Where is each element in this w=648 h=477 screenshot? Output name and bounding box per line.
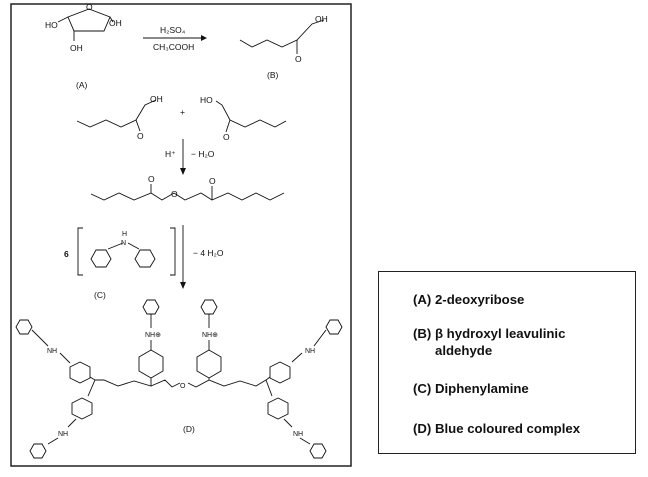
atom-label: NH [293,431,303,438]
acid-catalyst: H⁺ [165,149,176,159]
atom-label: HO [200,95,213,105]
legend-item-b-cont: aldehyde [435,343,493,358]
legend-item-a: (A) 2-deoxyribose [413,292,525,307]
label-d: (D) [183,424,195,434]
atom-label: O [137,131,144,141]
diphenylamine-structure: H N [90,231,156,268]
legend-item-d: (D) Blue coloured complex [413,421,581,436]
coefficient: 6 [64,249,69,259]
arrow-head [201,35,207,41]
atom-label: NH [58,431,68,438]
legend-item-b: (B) β hydroxyl leavulinic [413,326,566,341]
arrow-head [180,282,186,289]
atom-label: O [180,383,186,390]
deoxyribose-structure: HO OH O OH [45,2,122,53]
atom-label: NH⊕ [145,332,161,339]
atom-label: O [171,189,178,199]
atom-label: O [295,54,302,64]
atom-label: NH [305,348,315,355]
right-bracket [170,227,176,276]
left-bracket [77,227,83,276]
complex-d-structure: NH⊕ NH⊕ O NH NH NH NH [15,299,343,459]
molecule-b-right: HO O [200,95,287,142]
atom-label: OH [315,14,328,24]
atom-label: OH [150,94,163,104]
atom-label: HO [45,20,58,30]
atom-label: NH⊕ [202,332,218,339]
ether-intermediate: O O O [90,174,285,201]
atom-label: N [121,240,126,247]
reagent-acetic-acid: CH₃COOH [153,42,194,52]
product-b-structure: OH O [239,14,328,64]
legend-box: (A) 2-deoxyribose (B) β hydroxyl leavuli… [378,271,636,454]
molecule-b-left: OH O [76,94,163,141]
reagent-sulfuric-acid: H₂SO₄ [160,25,186,35]
label-b: (B) [267,70,279,80]
atom-label: H [122,231,127,238]
atom-label: NH [47,348,57,355]
atom-label: O [86,2,93,12]
label-a: (A) [76,80,88,90]
water-loss-4: − 4 H₂O [193,248,224,258]
water-loss: − H₂O [191,149,215,159]
legend-item-c: (C) Diphenylamine [413,381,529,396]
atom-label: O [209,176,216,186]
atom-label: OH [70,43,83,53]
label-c: (C) [94,290,106,300]
atom-label: OH [109,18,122,28]
atom-label: O [223,132,230,142]
atom-label: O [148,174,155,184]
arrow-head [180,168,186,175]
scheme-frame [10,3,352,467]
plus-sign: + [180,107,185,117]
